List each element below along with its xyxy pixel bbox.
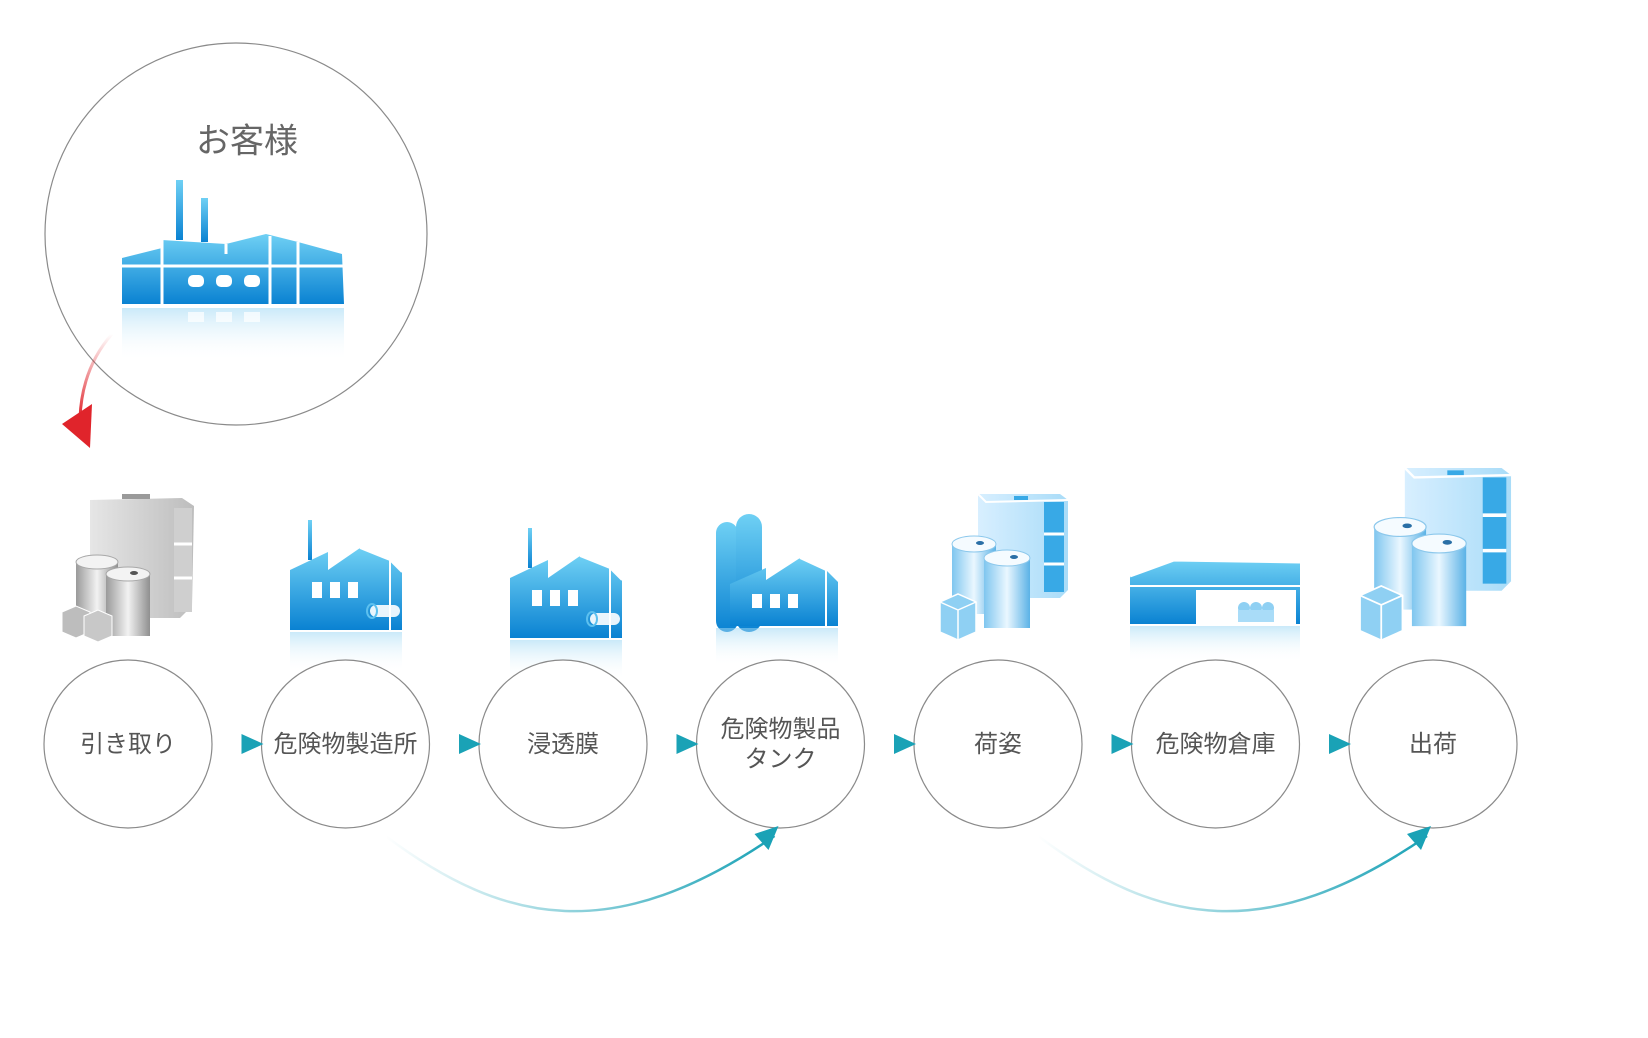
step-label-line: 危険物製品 xyxy=(720,715,841,743)
arrowhead-icon xyxy=(1329,734,1351,754)
step-label-line: 危険物倉庫 xyxy=(1155,730,1276,758)
step-label-product-tank: 危険物製品タンク xyxy=(691,714,871,774)
warehouse-icon xyxy=(1129,558,1301,662)
step-label-line: 浸透膜 xyxy=(527,730,599,758)
red-arrowhead-icon xyxy=(62,404,92,448)
tank-factory-icon xyxy=(716,514,838,666)
factory-icon xyxy=(289,519,403,673)
arrowhead-icon xyxy=(1407,826,1431,850)
arrowhead-icon xyxy=(1111,734,1134,754)
step-label-warehouse: 危険物倉庫 xyxy=(1126,729,1306,759)
customer-label: お客様 xyxy=(196,121,298,162)
step-label-line: 危険物製造所 xyxy=(273,730,418,758)
step-label-shipping: 出荷 xyxy=(1343,729,1523,759)
customer-circle xyxy=(44,42,428,426)
ibc-container-drums-icon xyxy=(61,494,194,643)
curved-flow-arrow-packing-shipping xyxy=(1037,834,1428,913)
arrowhead-icon xyxy=(459,734,481,754)
steps-group xyxy=(43,659,1518,829)
arrowhead-icon xyxy=(894,734,916,754)
step-label-manufacturing: 危険物製造所 xyxy=(256,729,436,759)
arrowhead-icon xyxy=(676,734,699,754)
container-drums-icon xyxy=(938,492,1070,642)
step-label-packing: 荷姿 xyxy=(908,729,1088,759)
step-circle-pickup xyxy=(43,659,213,829)
step-label-line: 荷姿 xyxy=(974,730,1022,758)
step-label-line: タンク xyxy=(744,745,817,773)
step-label-pickup: 引き取り xyxy=(38,729,218,759)
step-label-line: 引き取り xyxy=(80,730,176,758)
arrows-group xyxy=(214,734,1431,913)
curved-flow-arrow-manufacturing-product-tank xyxy=(384,834,776,913)
arrowhead-icon xyxy=(241,734,264,754)
step-label-membrane: 浸透膜 xyxy=(473,729,653,759)
customer-to-pickup-arrow xyxy=(78,333,114,419)
arrowhead-icon xyxy=(754,826,779,850)
customer-factory-icon xyxy=(122,180,344,362)
container-drums-icon xyxy=(1358,466,1513,643)
step-label-line: 出荷 xyxy=(1409,730,1457,758)
factory-icon xyxy=(509,527,623,681)
